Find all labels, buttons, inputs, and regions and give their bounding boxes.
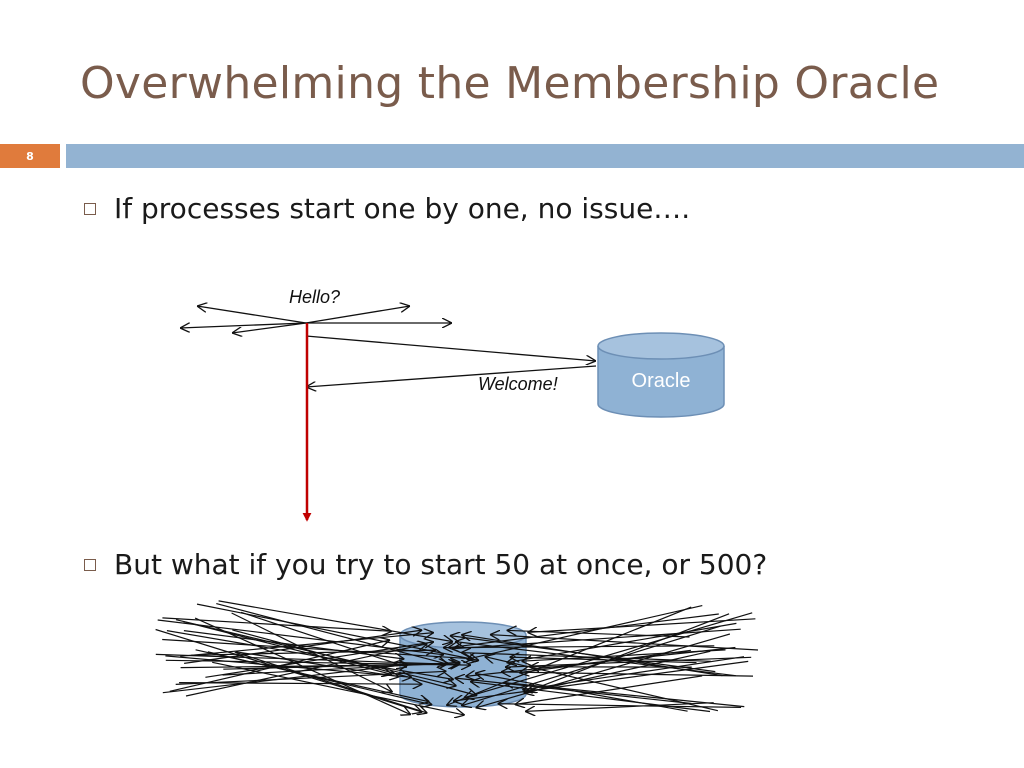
- flood-arrow: [461, 653, 711, 662]
- flood-arrow: [235, 651, 399, 677]
- bullet-item: If processes start one by one, no issue……: [84, 192, 690, 225]
- flood-arrow: [207, 651, 432, 705]
- flood-arrow: [183, 630, 404, 659]
- welcome-reply-arrow: [306, 365, 597, 387]
- flood-arrow: [452, 628, 741, 649]
- flood-arrow: [453, 660, 749, 701]
- slide-number: 8: [0, 144, 60, 168]
- hello-label: Hello?: [289, 287, 341, 307]
- flood-arrow: [231, 612, 393, 692]
- flood-arrow: [504, 683, 745, 708]
- flood-arrow: [470, 682, 711, 713]
- bullet-square-icon: [84, 558, 96, 571]
- flood-arrow: [450, 636, 716, 673]
- flood-arrow: [162, 638, 473, 659]
- flood-arrow: [162, 664, 409, 694]
- flood-arrow: [507, 630, 690, 638]
- bullet-text: If processes start one by one, no issue……: [114, 192, 691, 225]
- slide-title: Overwhelming the Membership Oracle: [80, 58, 940, 109]
- flood-arrow: [467, 605, 703, 660]
- flood-arrow: [222, 662, 461, 676]
- hello-broadcast-arrows: [180, 306, 452, 333]
- flood-arrow: [212, 661, 465, 715]
- bullet-item: But what if you try to start 50 at once,…: [84, 548, 767, 581]
- flood-arrow: [490, 635, 759, 651]
- hello-to-oracle-arrow: [305, 335, 596, 361]
- flood-arrow: [522, 656, 745, 690]
- accent-bar: [66, 144, 1024, 168]
- flood-arrow: [175, 671, 447, 685]
- flood-arrow: [166, 630, 454, 680]
- flood-arrow: [527, 613, 730, 692]
- flood-arrow: [180, 633, 434, 657]
- flood-arrow: [216, 603, 448, 665]
- flood-arrow: [234, 651, 428, 713]
- oracle-cylinder: [597, 332, 725, 418]
- flood-arrow: [185, 644, 428, 697]
- flood-arrow: [527, 618, 756, 633]
- flood-arrow: [498, 704, 742, 708]
- flood-arrow: [443, 646, 715, 648]
- flood-arrow: [157, 619, 444, 655]
- flood-arrows: [155, 600, 759, 715]
- flood-arrow: [524, 650, 711, 693]
- oracle-label: Oracle: [631, 370, 691, 392]
- flood-arrow: [515, 675, 703, 705]
- bullet-square-icon: [84, 202, 96, 215]
- flood-arrow: [525, 702, 714, 712]
- flood-arrow: [183, 621, 392, 675]
- welcome-label: Welcome!: [478, 374, 558, 394]
- flood-arrow: [162, 617, 392, 631]
- flood-arrow: [522, 649, 726, 661]
- bullet-text: But what if you try to start 50 at once,…: [114, 548, 768, 581]
- flood-arrow: [455, 678, 692, 705]
- flood-arrow: [461, 625, 721, 706]
